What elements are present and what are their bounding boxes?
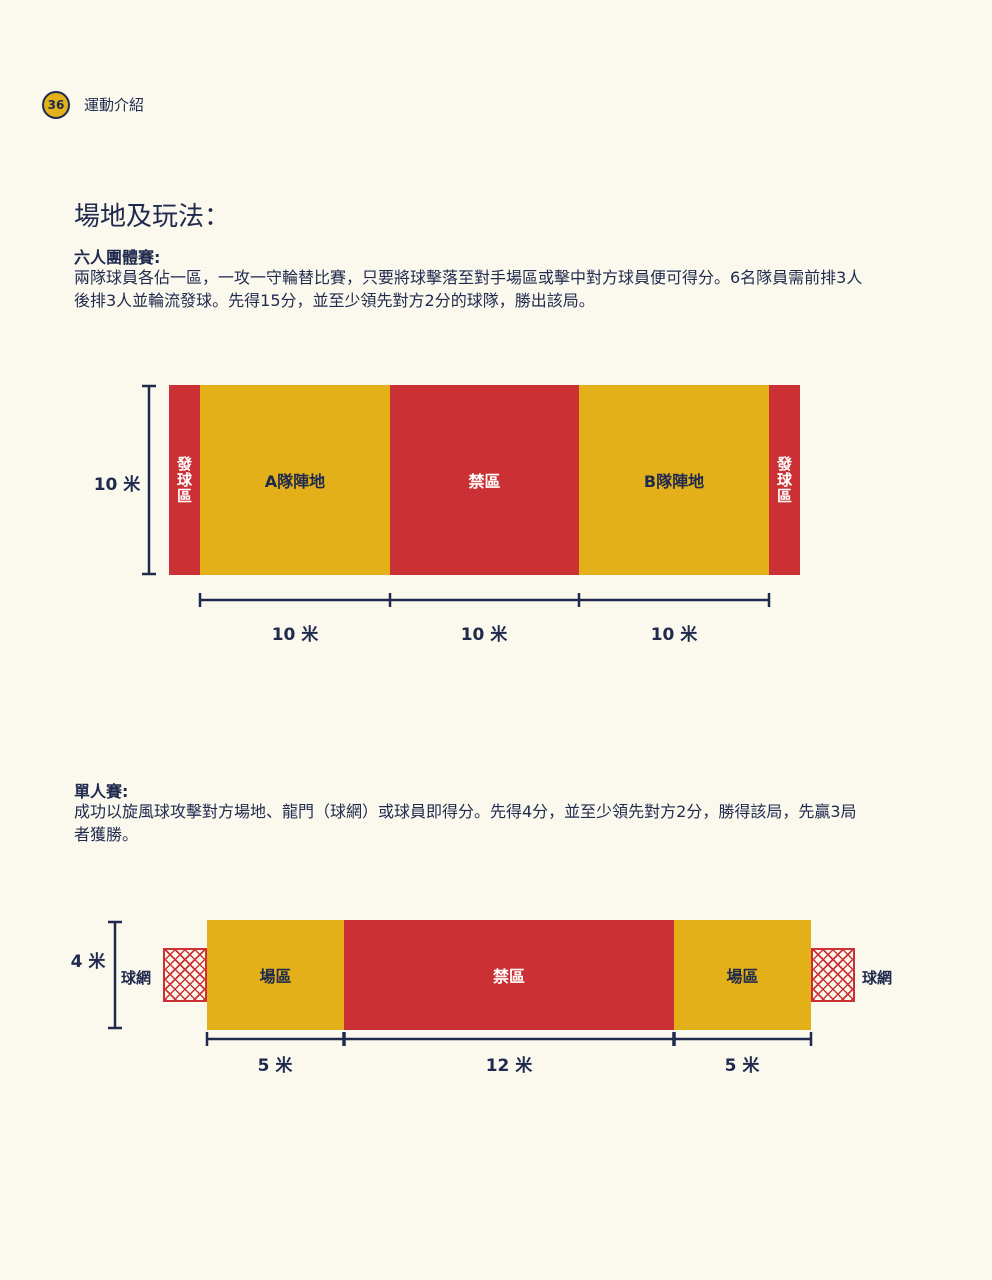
single-forbidden-zone: 禁區: [344, 920, 674, 1030]
team-heading: 六人團體賽:: [74, 248, 161, 267]
single-forbidden-label: 禁區: [492, 967, 525, 986]
single-area-label-left: 場區: [259, 967, 292, 986]
team-width-label-1: 10 米: [271, 625, 319, 645]
single-paragraph: 成功以旋風球攻擊對方場地、龍門（球網）或球員即得分。先得4分，並至少領先對方2分…: [74, 800, 904, 846]
team-a-label: A隊陣地: [264, 472, 326, 491]
team-height-label: 10 米: [93, 475, 141, 495]
single-area-left: 場區: [207, 920, 344, 1030]
net-left-icon: [163, 948, 207, 1002]
single-net-label-right: 球網: [862, 969, 893, 987]
team-forbidden-zone: 禁區: [390, 385, 579, 575]
single-width-label-2: 12 米: [485, 1056, 533, 1076]
team-serve-label-right: 發球區: [775, 456, 793, 504]
team-b-zone: B隊陣地: [579, 385, 769, 575]
team-forbidden-label: 禁區: [468, 472, 501, 491]
team-width-label-2: 10 米: [460, 625, 508, 645]
single-height-label: 4 米: [70, 952, 106, 972]
team-b-label: B隊陣地: [643, 472, 705, 491]
net-right-icon: [811, 948, 855, 1002]
team-serve-zone-left: 發球區: [169, 385, 200, 575]
single-area-label-right: 場區: [726, 967, 759, 986]
team-paragraph-line1: 兩隊球員各佔一區，一攻一守輪替比賽，只要將球擊落至對手場區或擊中對方球員便可得分…: [74, 268, 863, 287]
team-width-label-3: 10 米: [650, 625, 698, 645]
section-label: 運動介紹: [84, 96, 145, 114]
single-net-label-left: 球網: [121, 969, 152, 987]
single-paragraph-line1: 成功以旋風球攻擊對方場地、龍門（球網）或球員即得分。先得4分，並至少領先對方2分…: [74, 802, 857, 821]
team-paragraph-line2: 後排3人並輪流發球。先得15分，並至少領先對方2分的球隊，勝出該局。: [74, 291, 595, 310]
single-width-label-1: 5 米: [257, 1056, 293, 1076]
page-title: 場地及玩法：: [74, 202, 231, 232]
team-serve-label-left: 發球區: [175, 456, 193, 504]
single-heading: 單人賽:: [74, 782, 129, 801]
single-width-label-3: 5 米: [724, 1056, 760, 1076]
single-paragraph-line2: 者獲勝。: [74, 825, 139, 844]
single-area-right: 場區: [674, 920, 811, 1030]
page-number-badge: 36: [42, 91, 70, 119]
team-serve-zone-right: 發球區: [769, 385, 800, 575]
team-paragraph: 兩隊球員各佔一區，一攻一守輪替比賽，只要將球擊落至對手場區或擊中對方球員便可得分…: [74, 266, 904, 312]
team-a-zone: A隊陣地: [200, 385, 390, 575]
